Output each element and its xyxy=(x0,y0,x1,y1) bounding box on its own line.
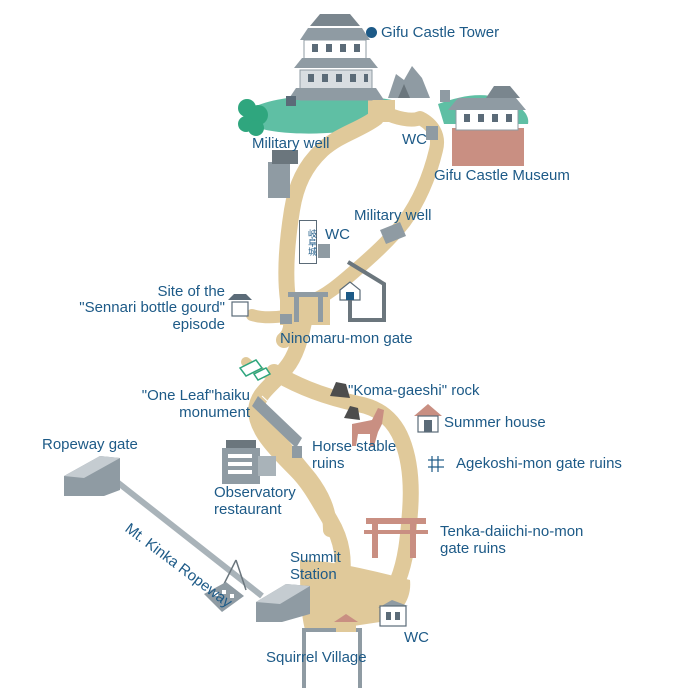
ropeway-illustration xyxy=(64,456,264,612)
wc-top-icon xyxy=(426,126,438,140)
wc-bottom-icon xyxy=(378,600,408,627)
koma-gaeshi-rock-icon xyxy=(330,382,360,420)
summit-station-icon xyxy=(256,584,310,622)
label-horse-stable-ruins: ruins xyxy=(312,455,345,472)
label-wc-mid[interactable]: WC xyxy=(325,226,350,243)
label-ninomaru-gate[interactable]: Ninomaru-mon gate xyxy=(280,330,413,347)
sennari-shrine-icon xyxy=(228,294,252,317)
walking-paths xyxy=(241,100,444,630)
observatory-restaurant-icon xyxy=(222,440,276,484)
label-observatory-restaurant: restaurant xyxy=(214,501,282,518)
label-tenka-gate-ruins: gate ruins xyxy=(440,540,506,557)
label-gifu-castle-tower[interactable]: Gifu Castle Tower xyxy=(366,24,499,41)
observatory-path xyxy=(249,401,337,537)
location-dot-icon xyxy=(366,27,377,38)
tower-stairs xyxy=(368,100,395,122)
label-squirrel-village[interactable]: Squirrel Village xyxy=(266,649,367,666)
tenka-gate-icon xyxy=(364,518,428,558)
label-horse-stable[interactable]: Horse stable xyxy=(312,438,397,455)
haiku-monument-icon xyxy=(238,359,272,381)
label-sennari-gourd: "Sennari bottle gourd" xyxy=(79,299,225,316)
squirrel-village-area xyxy=(302,614,362,688)
label-sennari-site[interactable]: Site of the xyxy=(120,283,225,300)
museum-illustration xyxy=(448,86,526,166)
label-military-well-top[interactable]: Military well xyxy=(252,135,330,152)
label-summer-house[interactable]: Summer house xyxy=(444,414,546,431)
label-agekoshi-gate[interactable]: Agekoshi-mon gate ruins xyxy=(456,455,622,472)
military-well-top-icon xyxy=(268,150,298,198)
ninomaru-area xyxy=(280,296,330,325)
summer-house-icon xyxy=(414,404,442,433)
label-sennari-episode: episode xyxy=(172,316,225,333)
ninomaru-wall xyxy=(339,260,386,322)
horse-stable-icon xyxy=(252,395,302,458)
label-ropeway-gate[interactable]: Ropeway gate xyxy=(42,436,138,453)
label-wc-bottom[interactable]: WC xyxy=(404,629,429,646)
label-tenka-daiichi[interactable]: Tenka-daiichi-no-mon xyxy=(440,523,584,540)
horse-icon xyxy=(352,408,384,446)
label-gifu-castle-museum[interactable]: Gifu Castle Museum xyxy=(434,167,570,184)
label-one-leaf-monument: monument xyxy=(179,404,250,421)
label-one-leaf-haiku[interactable]: "One Leaf"haiku xyxy=(141,387,250,404)
label-summit[interactable]: Summit xyxy=(290,549,341,566)
trees xyxy=(238,99,268,136)
wc-mid-icon xyxy=(318,244,330,258)
label-observatory[interactable]: Observatory xyxy=(214,484,296,501)
castle-name-signpost: 岐阜城 xyxy=(299,220,317,264)
ninomaru-gate-icon xyxy=(280,292,328,324)
rock-path xyxy=(266,364,419,588)
label-military-well-mid[interactable]: Military well xyxy=(354,207,432,224)
museum-path xyxy=(303,105,444,309)
label-koma-gaeshi-rock[interactable]: "Koma-gaeshi" rock xyxy=(348,382,480,399)
castle-tower-illustration xyxy=(286,14,450,106)
label-summit-station: Station xyxy=(290,566,337,583)
label-wc-top[interactable]: WC xyxy=(402,131,427,148)
military-well-mid-icon xyxy=(380,222,406,244)
agekoshi-gate-icon xyxy=(428,456,444,472)
label-sennari-line1: Site of the xyxy=(157,283,225,300)
